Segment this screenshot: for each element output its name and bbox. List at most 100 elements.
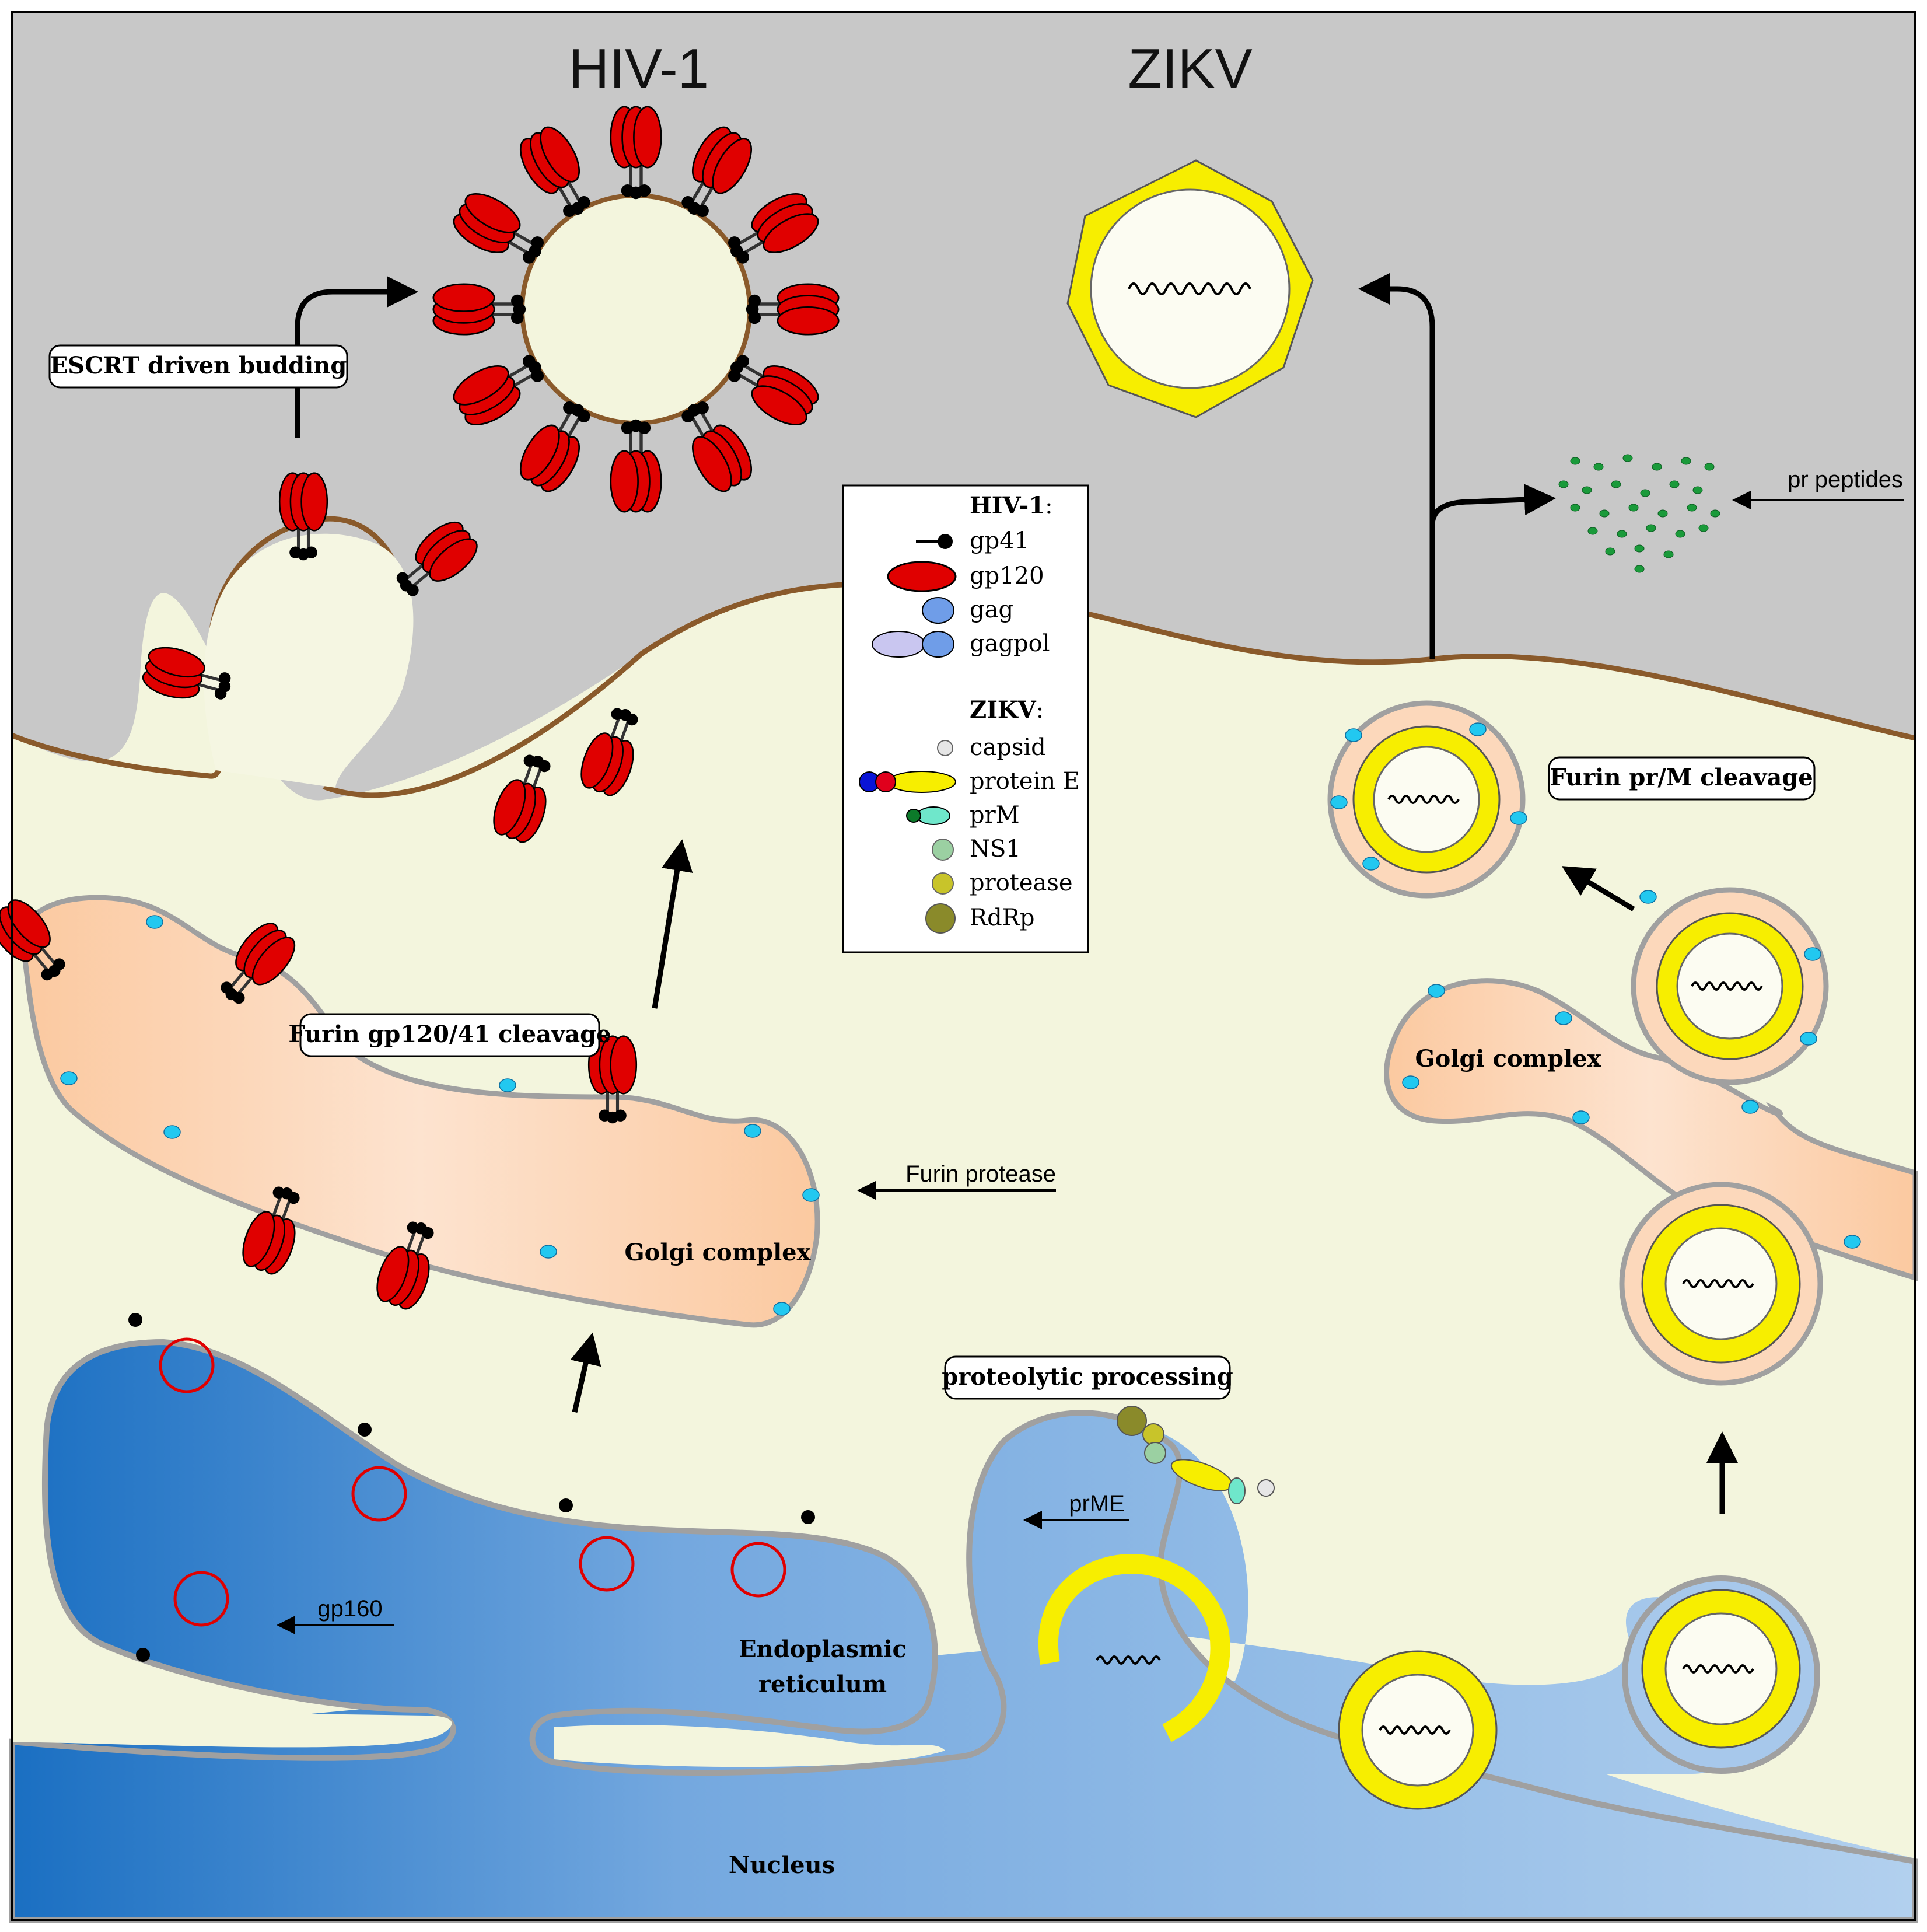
zikv-polyprotein [1117,1406,1275,1504]
pr-peptide [1698,524,1709,532]
pr-peptide [1675,530,1685,538]
er-cytoplasm-gap-2 [554,1725,945,1767]
pr-peptide [1593,463,1604,471]
gp120-gp41-spike [221,923,296,1004]
hiv-budding-site [204,533,414,788]
gp120-gp41-spike [746,283,840,336]
zikv-particle-er-vesicle [1641,1589,1801,1749]
label-er-line2: reticulum [758,1671,887,1698]
label-prme: prME [1069,1491,1125,1517]
pr-peptide [1692,486,1703,494]
pr-peptide [1617,530,1627,538]
legend-capsid: capsid [970,734,1046,761]
label-nucleus: Nucleus [729,1851,835,1879]
legend-hiv-heading: HIV-1: [970,492,1053,519]
legend-prm: prM [970,802,1020,829]
pr-peptide [1622,454,1633,462]
pr-peptide [1599,509,1610,518]
legend-gag: gag [970,596,1013,623]
gp120-gp41-spike [242,1186,300,1275]
legend: HIV-1: gp41 gp120 gag gagpol ZIKV: capsi… [842,484,1089,953]
label-furin-gp: Furin gp120/41 cleavage [288,1021,611,1048]
gp120-gp41-spike [681,401,753,492]
pr-peptide [1657,509,1668,518]
pr-peptide [1681,457,1691,465]
gp120-gp41-spike [453,193,544,264]
zikv-particle-vesicle-secretory [1352,725,1501,874]
pr-peptide [1669,480,1680,488]
gp120-gp41-spike [519,401,590,492]
pr-peptide [1628,504,1639,512]
zikv-particle-golgi-top [1656,912,1804,1060]
label-escrt: ESCRT driven budding [50,352,347,379]
arrow-escrt [295,276,418,438]
label-box-proteolytic: proteolytic processing [942,1355,1233,1400]
pr-peptide [1640,489,1650,497]
legend-protein-e: protein E [970,768,1080,795]
furin-protease-dots [60,722,1861,1316]
gp120-gp41-spike [453,355,544,426]
pr-peptide [1611,480,1621,488]
gp120-gp41-spike [681,126,753,218]
gp120-gp41-spike [728,355,819,426]
legend-gp120: gp120 [970,563,1044,589]
legend-protease: protease [970,869,1073,896]
title-zikv: ZIKV [1128,37,1252,100]
legend-box [842,484,1089,953]
gp120-gp41-spike [728,193,819,264]
pr-peptide [1605,547,1615,556]
legend-ns1: NS1 [970,836,1021,862]
label-furin-prm: Furin pr/M cleavage [1550,764,1813,791]
arrow-vesicle-to-secretory [1561,866,1635,911]
arrow-golgi-to-membrane [652,839,693,1009]
pr-peptide [1704,463,1715,471]
er-cytoplasm-gap [12,1710,452,1748]
pr-peptide [1582,486,1592,494]
pr-peptide [1570,457,1580,465]
gp160-precursors [128,1313,815,1662]
legend-gp41: gp41 [970,527,1029,554]
label-er-line1: Endoplasmic [739,1636,907,1663]
gp120-gp41-spike [278,472,328,561]
title-hiv: HIV-1 [569,37,709,100]
pr-peptide [1710,509,1720,518]
zikv-mature-virion [1066,159,1314,418]
pr-peptide [1646,524,1656,532]
label-golgi-right: Golgi complex [1415,1045,1602,1072]
zikv-particle-assembling [1038,1553,1230,1742]
gp120-gp41-spike [432,283,526,336]
label-box-furin-gp: Furin gp120/41 cleavage [288,1013,611,1057]
arrow-zikv-secretion [1358,273,1435,659]
gp120-gp41-spike [142,647,231,700]
gp120-gp41-spike [610,419,662,513]
gp120-gp41-spike [580,708,638,796]
pr-peptide [1652,463,1662,471]
label-box-furin-prm: Furin pr/M cleavage [1548,756,1816,801]
pr-peptide [1687,504,1697,512]
legend-gagpol: gagpol [970,630,1050,657]
label-gp160: gp160 [317,1596,382,1622]
gp120-gp41-spike [610,106,662,200]
legend-rdrp: RdRp [970,904,1034,931]
figure-border [11,11,1916,1921]
zikv-particle-er-lumen [1338,1650,1498,1810]
pr-peptide [1634,544,1645,553]
hiv-mature-virion [520,193,752,425]
label-golgi-left: Golgi complex [625,1239,812,1266]
label-box-escrt: ESCRT driven budding [48,344,348,389]
zikv-particle-golgi-bottom [1641,1204,1801,1364]
gp120-gp41-spike [519,126,590,218]
gp120-gp41-spike [493,754,551,843]
arrow-pr-peptides [1429,484,1556,526]
gp120-gp41-spike [396,521,478,596]
label-furin-protease: Furin protease [905,1161,1056,1187]
legend-zikv-heading: ZIKV: [970,696,1044,724]
gp120-gp41-spike [376,1221,434,1310]
flow-arrows [277,273,1904,1634]
label-pr-peptides: pr peptides [1788,467,1903,492]
pr-peptides-cluster [1558,454,1720,573]
label-proteolytic: proteolytic processing [942,1363,1233,1391]
pr-peptide [1570,504,1580,512]
hiv-envelope-spikes [0,106,840,1310]
